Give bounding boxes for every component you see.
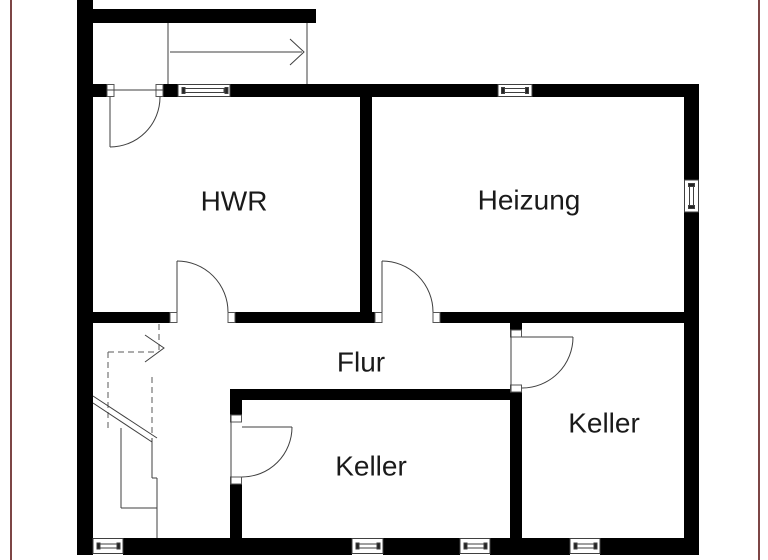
doors [107, 89, 574, 484]
wall-keller-right-west-1 [510, 323, 522, 330]
jamb-keller-middle-top [230, 414, 242, 423]
page-borders [10, 0, 760, 560]
wall-outer-left [77, 0, 93, 555]
jamb-heizung-flur-left [374, 312, 383, 323]
staircase-upper [167, 23, 308, 84]
door-swing-arc [109, 96, 161, 148]
wall-hwr-north-1 [93, 84, 107, 97]
door-swing-arc [381, 260, 434, 313]
wall-hwr-north-2 [163, 84, 178, 97]
jamb-keller-middle-bottom [230, 476, 242, 485]
window-heizung-north [497, 84, 533, 97]
door-jambs [106, 84, 522, 485]
stair-break-line-1 [92, 395, 158, 439]
room-label-flur: Flur [337, 347, 385, 378]
door-keller-right [510, 330, 574, 392]
window-south-2 [351, 538, 384, 554]
wall-stair-top [93, 9, 316, 23]
window-hwr-north [177, 84, 231, 97]
jamb-keller-right-bottom [510, 384, 522, 393]
stair-break-line-2 [92, 402, 153, 443]
wall-outer-bottom-2 [123, 538, 352, 555]
door-hwr-flur [176, 260, 229, 313]
wall-flur-north-2 [235, 312, 375, 323]
wall-outer-bottom-4 [490, 538, 570, 555]
door-swing-arc [176, 260, 229, 313]
window-south-1 [92, 538, 124, 554]
wall-outer-bottom-1 [77, 538, 93, 555]
room-labels: HWR Heizung Flur Keller Keller [201, 185, 640, 482]
wall-outer-right-upper [684, 84, 699, 180]
staircase-lower [92, 324, 165, 538]
door-keller-middle [230, 415, 293, 484]
room-label-hwr: HWR [201, 186, 268, 217]
door-hwr-north [107, 89, 163, 148]
wall-keller-right-west-2 [510, 392, 522, 538]
wall-outer-bottom-5 [600, 538, 699, 555]
jamb-hwr-flur-left [169, 312, 178, 323]
wall-heizung-north [532, 84, 699, 97]
room-label-keller-middle: Keller [335, 451, 407, 482]
door-swing-arc [241, 426, 293, 478]
door-heizung-flur [381, 260, 434, 313]
wall-keller-middle-west-1 [230, 400, 242, 415]
jamb-heizung-flur-right [432, 312, 441, 323]
stair-direction-arrow-lower [144, 334, 165, 363]
jamb-hwr-flur-right [227, 312, 236, 323]
wall-flur-north-1 [93, 312, 170, 323]
windows [92, 84, 699, 554]
wall-outer-right-lower [684, 212, 699, 555]
wall-flur-north-3 [440, 312, 684, 323]
jamb-keller-right-top [510, 329, 522, 338]
wall-north-middle [230, 84, 498, 97]
window-heizung-east [684, 179, 699, 213]
window-south-4 [569, 538, 601, 554]
window-south-3 [459, 538, 491, 554]
room-label-keller-right: Keller [568, 408, 640, 439]
door-swing-arc [521, 336, 574, 389]
walls [77, 0, 699, 555]
stair-direction-arrow-upper [289, 38, 305, 66]
wall-keller-middle-west-2 [230, 484, 242, 538]
wall-keller-middle-north [230, 389, 522, 400]
wall-hwr-heizung-divider [360, 97, 372, 312]
stair-lower-hidden-edges [107, 324, 160, 433]
room-label-heizung: Heizung [478, 185, 581, 216]
wall-outer-bottom-3 [383, 538, 460, 555]
